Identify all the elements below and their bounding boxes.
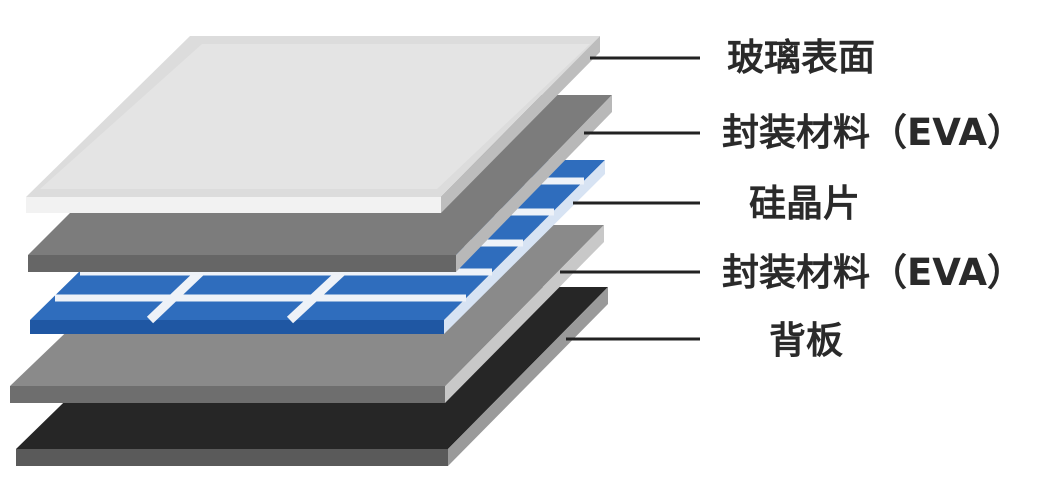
eva-bottom-side-edge [445,225,604,403]
label-silicon-wafer: 硅晶片 [749,182,860,225]
glass-inner-sheen [40,44,590,189]
cell-layer-front-edge [30,320,444,334]
eva-bottom-front-edge [10,386,445,403]
label-eva-top: 封装材料（EVA） [722,111,1025,154]
label-backsheet: 背板 [769,319,843,362]
label-glass-surface: 玻璃表面 [727,36,875,79]
glass-front-edge [26,197,441,213]
eva-top-side-edge [456,95,612,272]
cell-layer-side-edge [444,160,605,334]
backsheet-side-edge [448,287,608,466]
backsheet-front-edge [16,449,448,466]
eva-top-front-edge [28,255,456,272]
glass-side-edge [441,36,600,213]
glass-layer [26,36,600,213]
label-eva-bottom: 封装材料（EVA） [722,251,1025,294]
